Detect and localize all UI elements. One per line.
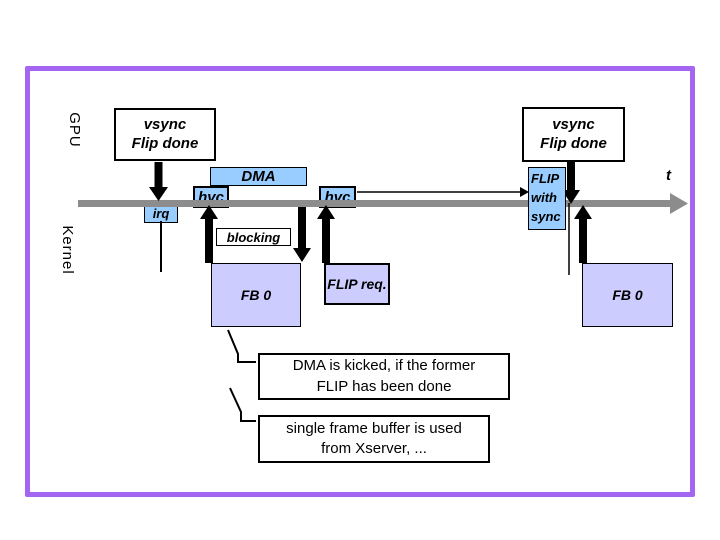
blocking-box: blocking [216, 228, 291, 246]
hvc-box-2: hvc [319, 186, 356, 208]
callout-dma-kicked: DMA is kicked, if the former FLIP has be… [258, 353, 510, 400]
fb0-box-left: FB 0 [211, 263, 301, 327]
vsync-flip-done-box-right: vsync Flip done [522, 107, 625, 162]
callout-single-framebuffer: single frame buffer is used from Xserver… [258, 415, 490, 463]
fb0-box-right: FB 0 [582, 263, 673, 327]
vsync-flip-done-box-left: vsync Flip done [114, 108, 216, 161]
hvc-box-1: hvc [193, 186, 229, 208]
dma-box: DMA [210, 167, 307, 186]
kernel-lane-label: Kernel [59, 225, 76, 275]
gpu-lane-label: GPU [66, 112, 83, 148]
flip-with-sync-box: FLIP with sync [528, 167, 566, 230]
irq-box: irq [144, 203, 178, 223]
flip-req-box: FLIP req. [324, 263, 390, 305]
time-axis-label: t [666, 167, 671, 184]
